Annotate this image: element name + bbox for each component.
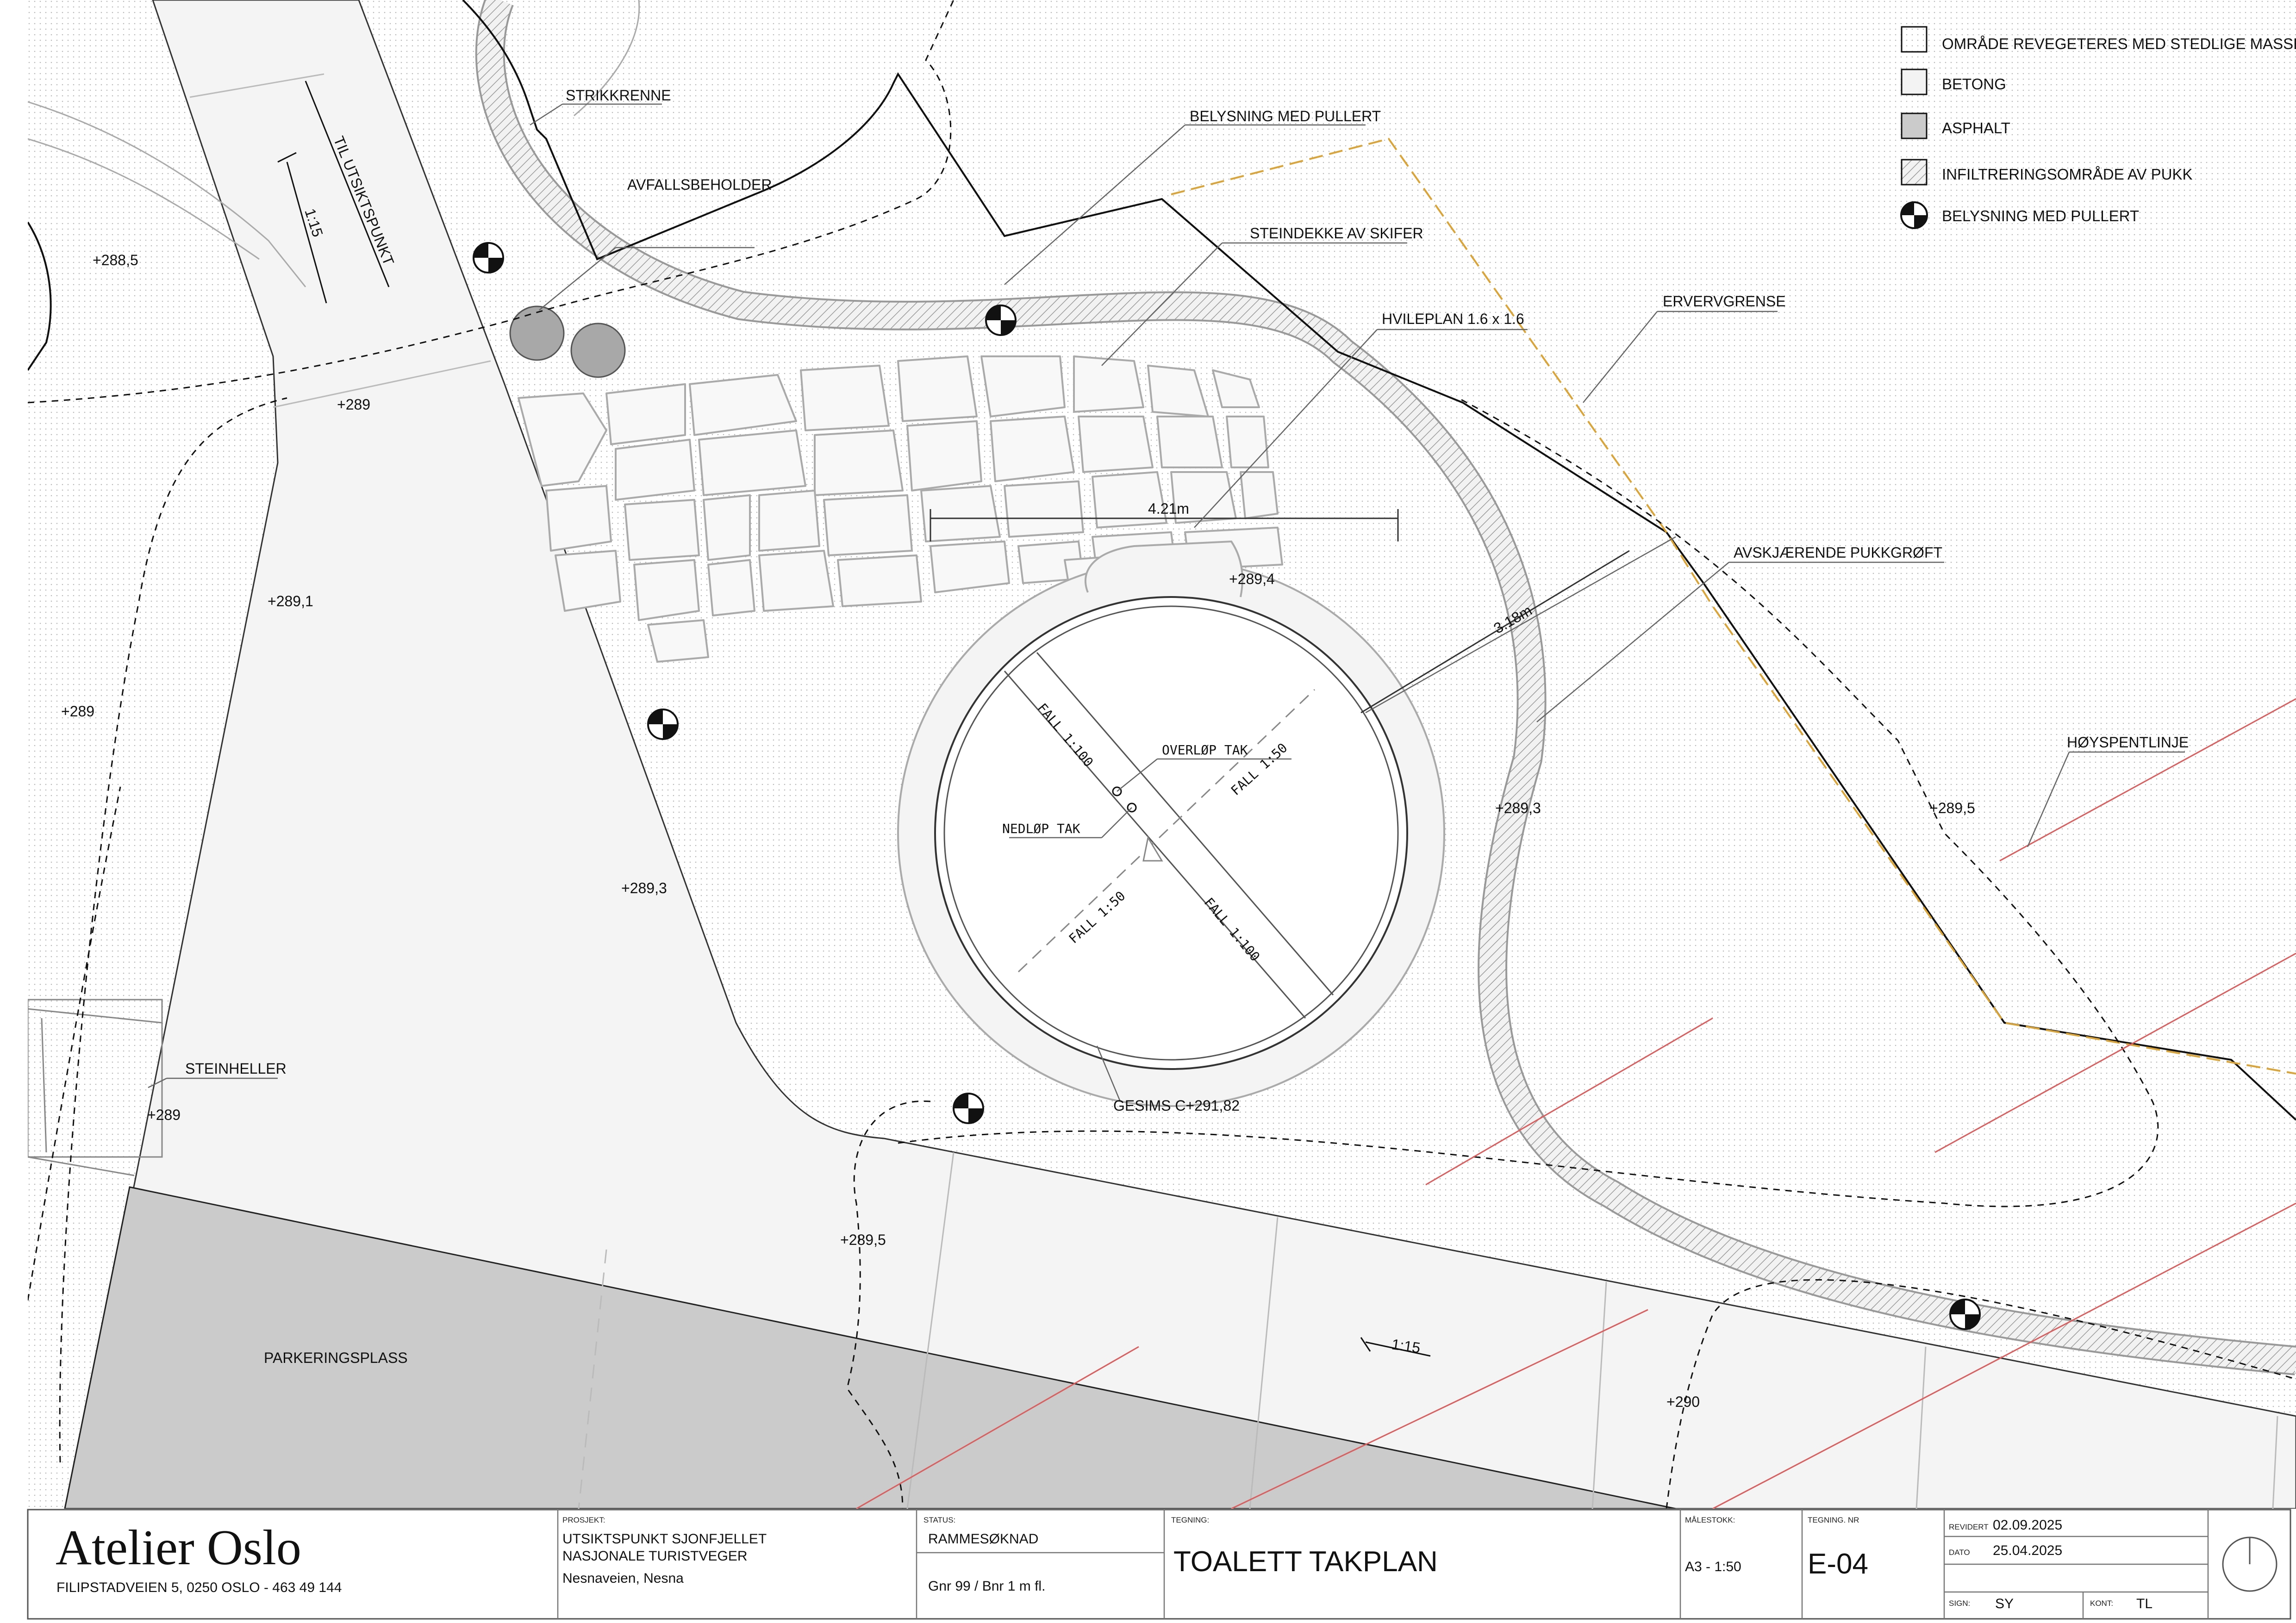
label-nedlop: NEDLØP TAK — [1002, 821, 1080, 836]
date-value: 25.04.2025 — [1993, 1543, 2062, 1558]
kont-label: KONT: — [2090, 1599, 2113, 1608]
leader-lines — [148, 103, 2185, 1102]
north-arrow-icon — [2222, 1536, 2277, 1592]
bollard-icon — [473, 242, 504, 274]
existing-contours — [28, 0, 640, 287]
legend-swatch-dotted — [1901, 26, 1928, 53]
revised-value: 02.09.2025 — [1993, 1517, 2062, 1533]
spot-level: +288,5 — [93, 252, 138, 268]
spot-level: +289 — [147, 1107, 181, 1123]
scale-value: A3 - 1:50 — [1685, 1559, 1741, 1574]
date-label: DATO — [1949, 1548, 1970, 1557]
spot-level: +289,3 — [1495, 800, 1541, 816]
sign-value: SY — [1995, 1596, 2014, 1611]
label-hvileplan: HVILEPLAN 1.6 x 1.6 — [1382, 311, 1524, 327]
contour-lines — [28, 0, 2296, 1509]
project-line1: UTSIKTSPUNKT SJONFJELLET — [562, 1531, 767, 1547]
drawing-no-label: TEGNING. NR — [1808, 1516, 1859, 1524]
label-parkering: PARKERINGSPLASS — [264, 1349, 408, 1366]
label-avfallsbeholder: AVFALLSBEHOLDER — [627, 176, 772, 193]
revised-label: REVIDERT — [1949, 1523, 1989, 1531]
title-block: Atelier Oslo FILIPSTADVEIEN 5, 0250 OSLO… — [27, 1509, 2291, 1620]
concrete-joints — [189, 73, 2278, 1509]
label-belysning: BELYSNING MED PULLERT — [1190, 108, 1381, 124]
property-boundary-line — [1171, 137, 2296, 1075]
legend-swatch-asphalt — [1901, 112, 1928, 139]
legend-label: INFILTRERINGSOMRÅDE AV PUKK — [1942, 166, 2193, 183]
project-line3: Nesnaveien, Nesna — [562, 1571, 684, 1586]
spot-level: +289 — [61, 703, 94, 720]
drawing-number: E-04 — [1808, 1548, 1868, 1580]
status-value: RAMMESØKNAD — [928, 1531, 1038, 1547]
spot-level: +289,5 — [840, 1231, 886, 1248]
gnr-value: Gnr 99 / Bnr 1 m fl. — [928, 1579, 1045, 1594]
kont-value: TL — [2136, 1596, 2152, 1611]
bollard-lights — [473, 242, 1981, 1330]
bollard-icon — [1949, 1299, 1981, 1330]
bollard-icon — [985, 305, 1017, 336]
legend-swatch-concrete — [1901, 68, 1928, 95]
label-strikkrenne: STRIKKRENNE — [566, 87, 671, 104]
drawing-title: TOALETT TAKPLAN — [1173, 1546, 1438, 1578]
scale-label: MÅLESTOKK: — [1685, 1516, 1735, 1524]
roof-gutter — [1004, 652, 1334, 1019]
spot-level: +289 — [337, 396, 370, 413]
drawing-label: TEGNING: — [1171, 1516, 1209, 1524]
asphalt-parking — [64, 1186, 1676, 1509]
label-avskjaerende: AVSKJÆRENDE PUKKGRØFT — [1734, 544, 1942, 561]
label-ervervgrense: ERVERVGRENSE — [1663, 293, 1786, 310]
spot-level: +290 — [1666, 1393, 1700, 1410]
company-address: FILIPSTADVEIEN 5, 0250 OSLO - 463 49 144 — [56, 1580, 342, 1595]
legend-label: OMRÅDE REVEGETERES MED STEDLIGE MASSER — [1942, 35, 2296, 52]
bollard-icon — [1900, 201, 1928, 229]
legend-label: BELYSNING MED PULLERT — [1942, 207, 2139, 224]
label-steinheller: STEINHELLER — [185, 1060, 287, 1077]
label-steindekke: STEINDEKKE AV SKIFER — [1250, 225, 1423, 242]
legend: OMRÅDE REVEGETERES MED STEDLIGE MASSER B… — [1900, 26, 2296, 229]
label-slope-2: 1:15 — [1391, 1336, 1422, 1356]
waste-bin — [509, 305, 565, 361]
concrete-walkway — [64, 0, 2296, 1509]
slope-arrows — [277, 81, 1431, 1357]
sign-label: SIGN: — [1949, 1599, 1970, 1608]
project-line2: NASJONALE TURISTVEGER — [562, 1548, 748, 1564]
label-hoyspent: HØYSPENTLINJE — [2067, 734, 2189, 751]
stone-paver-strip — [28, 999, 163, 1176]
label-gesims: GESIMS C+291,82 — [1113, 1097, 1240, 1114]
spot-level: +289,4 — [1229, 571, 1275, 587]
legend-label: BETONG — [1942, 75, 2006, 93]
bollard-icon — [953, 1093, 984, 1124]
label-dim-4-21: 4.21m — [1148, 500, 1189, 517]
spot-level: +289,3 — [621, 880, 667, 896]
spot-level: +289,1 — [268, 593, 313, 609]
label-overlop: OVERLØP TAK — [1162, 742, 1248, 758]
company-logo: Atelier Oslo — [56, 1520, 301, 1575]
status-label: STATUS: — [923, 1516, 955, 1524]
waste-bin — [570, 323, 626, 378]
bollard-icon — [647, 709, 679, 740]
project-label: PROSJEKT: — [562, 1516, 605, 1524]
spot-level: +289,5 — [1929, 800, 1975, 816]
site-boundary — [28, 0, 2296, 1121]
legend-label: ASPHALT — [1942, 119, 2010, 137]
dimension-lines — [930, 509, 1630, 714]
legend-swatch-gravel — [1901, 159, 1928, 186]
toilet-roof-inner — [943, 605, 1399, 1061]
power-lines — [856, 698, 2296, 1509]
